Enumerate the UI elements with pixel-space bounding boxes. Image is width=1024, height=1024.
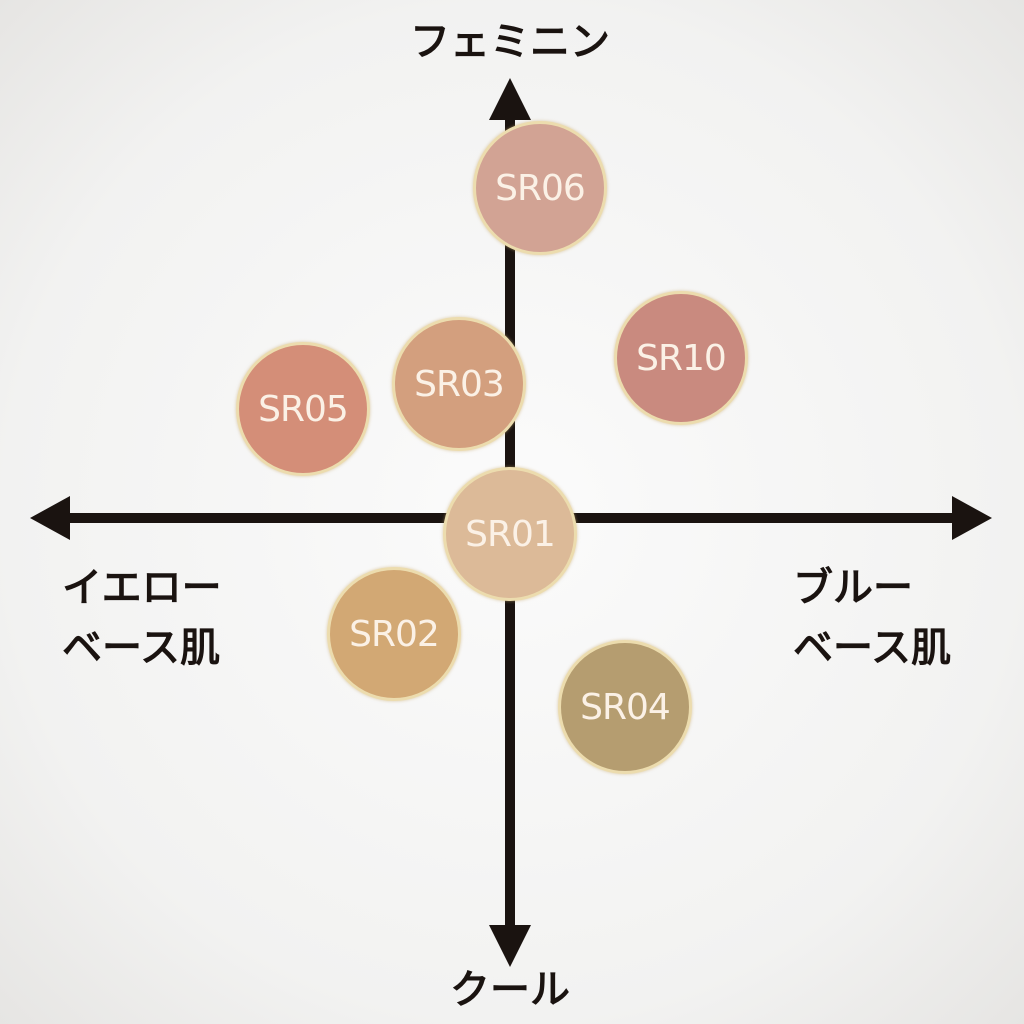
swatch-sr04: SR04 <box>558 640 692 774</box>
arrow-up-icon <box>489 78 531 120</box>
arrow-left-icon <box>30 496 70 540</box>
axis-label-cool: クール <box>450 967 570 1013</box>
axis-label-blue-base: ブルー ベース肌 <box>793 558 951 678</box>
axis-label-line: ブルー <box>793 565 913 611</box>
axis-label-feminine: フェミニン <box>410 19 610 65</box>
swatch-label: SR10 <box>636 337 727 379</box>
axis-label-line: イエロー <box>62 565 222 611</box>
swatch-label: SR02 <box>349 613 440 655</box>
arrow-down-icon <box>489 925 531 967</box>
swatch-sr10: SR10 <box>614 291 748 425</box>
arrow-right-icon <box>952 496 992 540</box>
swatch-sr02: SR02 <box>327 567 461 701</box>
axis-label-line: ベース肌 <box>62 625 220 671</box>
swatch-sr01: SR01 <box>443 467 577 601</box>
swatch-label: SR04 <box>580 686 671 728</box>
axis-label-line: ベース肌 <box>793 625 951 671</box>
swatch-sr05: SR05 <box>236 342 370 476</box>
swatch-sr06: SR06 <box>473 121 607 255</box>
swatch-label: SR01 <box>465 513 556 555</box>
swatch-label: SR03 <box>414 363 505 405</box>
swatch-sr03: SR03 <box>392 317 526 451</box>
axis-label-yellow-base: イエロー ベース肌 <box>62 558 222 678</box>
swatch-label: SR06 <box>495 167 586 209</box>
swatch-label: SR05 <box>258 388 349 430</box>
